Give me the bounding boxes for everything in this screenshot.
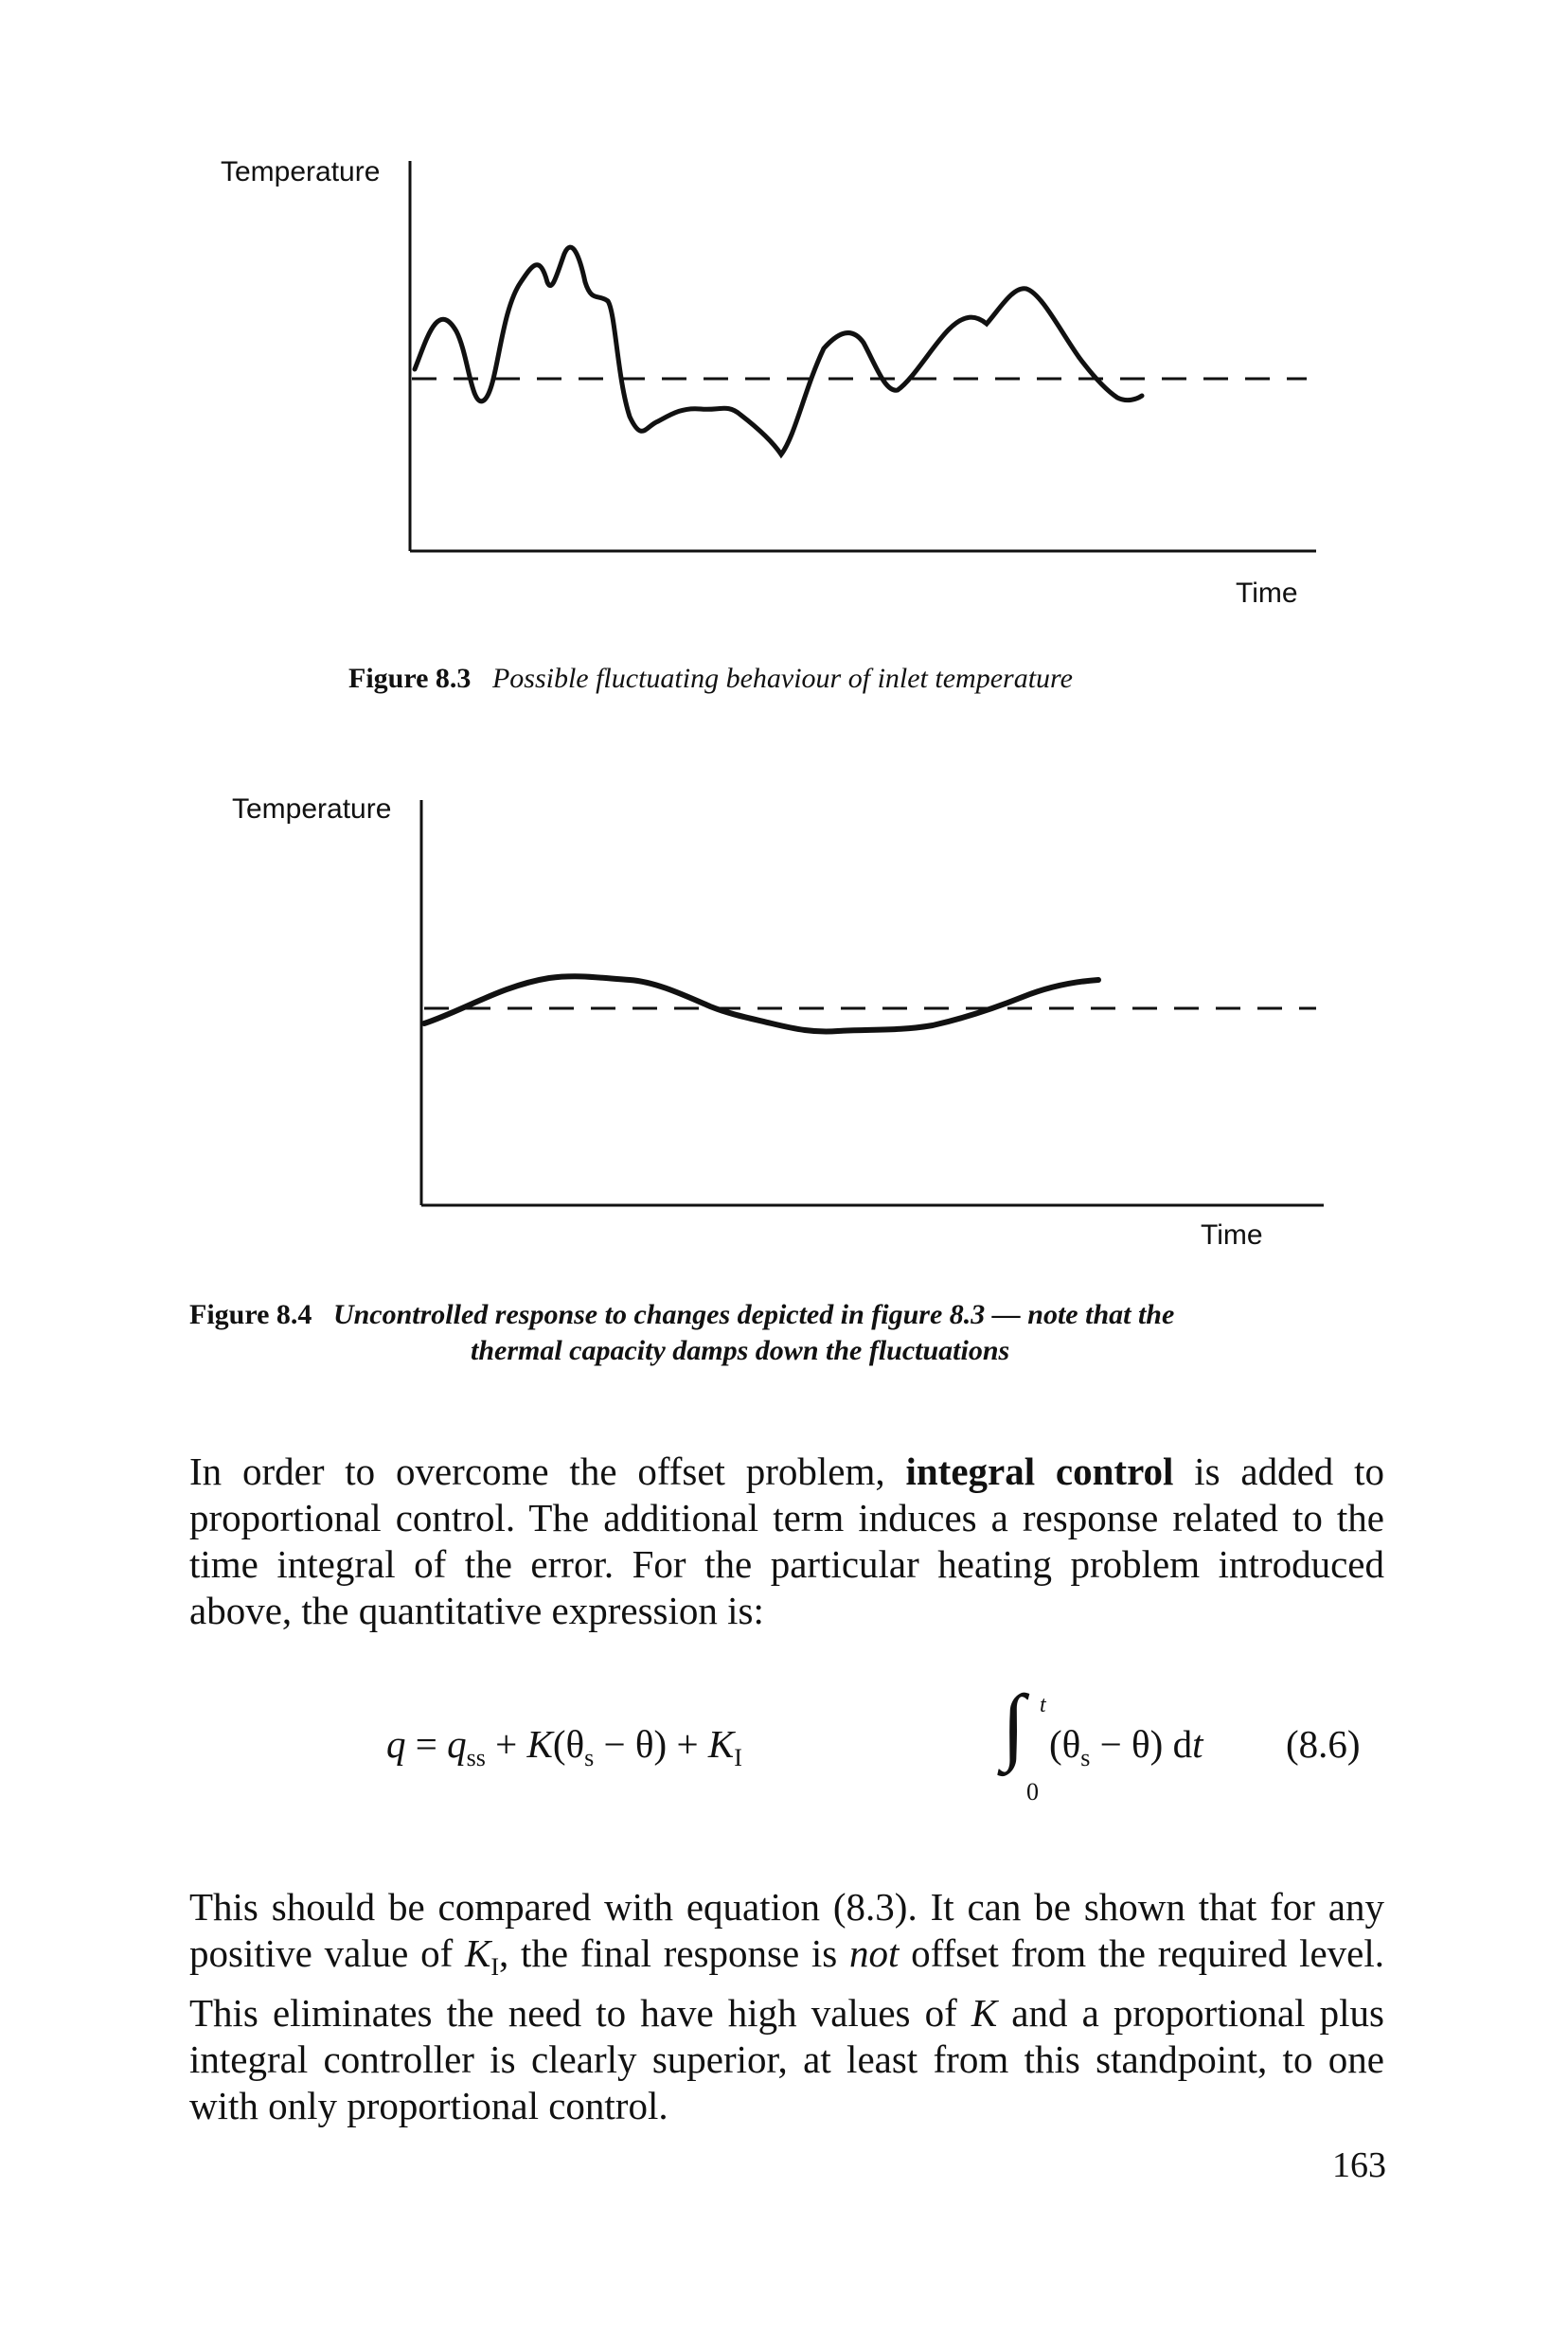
fig84-plot (419, 800, 1324, 1207)
para2-not: not (848, 1931, 900, 1975)
fig84-caption-text-1: Uncontrolled response to changes depicte… (332, 1299, 1175, 1330)
fig83-x-axis-label: Time (1236, 578, 1298, 609)
eq-label: (8.6) (1286, 1722, 1361, 1766)
fig84-temperature-curve (421, 973, 1101, 1035)
eq-plus2: + (667, 1722, 708, 1766)
eq-I: I (734, 1744, 742, 1772)
fig84-caption: Figure 8.4 Uncontrolled response to chan… (189, 1297, 1392, 1369)
eq-integral-upper: t (1040, 1693, 1046, 1717)
para2-k: K (464, 1931, 491, 1975)
equation-8-6: q = qss + K(θs − θ) + KI ∫ t 0 (θs − θ) … (386, 1683, 1390, 1835)
para2-k2: K (971, 1991, 998, 2036)
para2-text-1: This should be compared with equation (8… (189, 1885, 1384, 1975)
fig84-caption-text-2: thermal capacity damps down the fluctuat… (471, 1335, 1010, 1366)
para1-text-after: is added to proportional control. The ad… (189, 1450, 1384, 1632)
eq-K: K (526, 1722, 553, 1766)
eq-K-I: K (707, 1722, 735, 1766)
fig84-number: Figure 8.4 (189, 1299, 312, 1330)
fig83-y-axis-label: Temperature (221, 156, 381, 187)
eq-paren1-close: − θ) (594, 1722, 668, 1766)
page-number: 163 (1332, 2145, 1386, 2185)
fig84-caption-line1: Figure 8.4 Uncontrolled response to chan… (189, 1297, 1392, 1333)
eq-s: s (584, 1744, 595, 1772)
fig83-caption: Figure 8.3 Possible fluctuating behaviou… (348, 661, 1073, 697)
eq-dt: t (1192, 1722, 1203, 1766)
term-integral-control: integral control (905, 1450, 1174, 1493)
fig84-y-axis-label: Temperature (232, 793, 392, 825)
fig83-temperature-curve (412, 244, 1145, 459)
paragraph-comparison: This should be compared with equation (8… (189, 1884, 1384, 2129)
fig83-plot (408, 161, 1316, 553)
eq-equals: = (405, 1722, 448, 1766)
eq-integral-sign: ∫ (1002, 1679, 1025, 1772)
fig83-number: Figure 8.3 (348, 663, 472, 694)
fig84-x-axis-label: Time (1201, 1219, 1263, 1251)
para2-ksub: I (490, 1953, 500, 1982)
fig83-caption-text: Possible fluctuating behaviour of inlet … (491, 663, 1073, 694)
eq-integral-lower: 0 (1026, 1778, 1039, 1805)
eq-plus1: + (485, 1722, 527, 1766)
eq-ss: ss (466, 1744, 486, 1772)
paragraph-integral-control: In order to overcome the offset problem,… (189, 1449, 1384, 1634)
para2-text-3: offset from the required level. This eli… (189, 1931, 1384, 2036)
eq-s2: s (1080, 1744, 1091, 1772)
eq-paren2-close: − θ) d (1090, 1722, 1193, 1766)
eq-paren1-open: (θ (552, 1722, 585, 1766)
eq-lhs-q: q (386, 1722, 406, 1766)
para2-text-4: and a proportional plus integral control… (189, 1991, 1385, 2128)
eq-q: q (447, 1722, 467, 1766)
para2-text-2: , the final response is (499, 1931, 849, 1975)
fig84-caption-line2: thermal capacity damps down the fluctuat… (189, 1333, 1392, 1369)
para1-text-before: In order to overcome the offset problem, (189, 1450, 906, 1493)
eq-paren2-open: (θ (1049, 1722, 1081, 1766)
